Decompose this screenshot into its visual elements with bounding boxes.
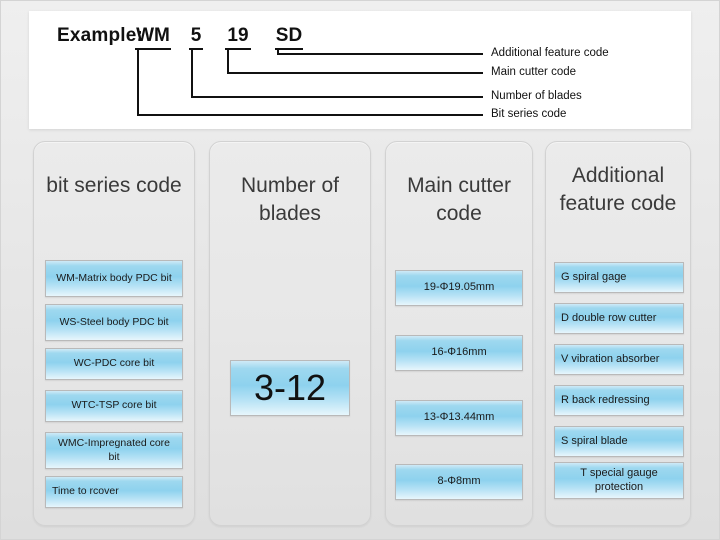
example-panel: Example: WM 5 19 SD Additional feature c… <box>29 11 691 129</box>
chip-additional-feature-2[interactable]: D double row cutter <box>554 303 684 334</box>
leader-label-blades: Number of blades <box>491 90 582 102</box>
column-main-cutter-code: Main cutter code 19-Φ19.05mm 16-Φ16mm 13… <box>385 141 533 526</box>
leader-label-bit-series: Bit series code <box>491 108 567 120</box>
chip-additional-feature-1[interactable]: G spiral gage <box>554 262 684 293</box>
leader-label-main-cutter: Main cutter code <box>491 66 577 78</box>
code-token-main-cutter: 19 <box>225 25 251 50</box>
chip-additional-feature-3[interactable]: V vibration absorber <box>554 344 684 375</box>
example-label: Example: <box>57 25 144 46</box>
leader-vline-bit-series <box>137 49 139 116</box>
chip-main-cutter-2[interactable]: 16-Φ16mm <box>395 335 523 371</box>
leader-vline-main-cutter <box>227 49 229 74</box>
chip-blades-range[interactable]: 3-12 <box>230 360 350 416</box>
chip-additional-feature-6[interactable]: T special gauge protection <box>554 462 684 499</box>
leader-vline-blades <box>191 49 193 98</box>
chip-bit-series-5[interactable]: WMC-Impregnated core bit <box>45 432 183 469</box>
leader-hline-additional-feature <box>277 53 483 55</box>
column-header-additional-feature-code: Additional feature code <box>559 164 677 216</box>
leader-hline-main-cutter <box>227 72 483 74</box>
code-token-blades: 5 <box>189 25 203 50</box>
column-number-of-blades: Number of blades 3-12 <box>209 141 371 526</box>
leader-hline-bit-series <box>137 114 483 116</box>
chip-bit-series-2[interactable]: WS-Steel body PDC bit <box>45 304 183 341</box>
chip-additional-feature-5[interactable]: S spiral blade <box>554 426 684 457</box>
leader-hline-blades <box>191 96 483 98</box>
chip-additional-feature-4[interactable]: R back redressing <box>554 385 684 416</box>
code-token-bit-series: WM <box>135 25 171 50</box>
column-bit-series-code: bit series code WM-Matrix body PDC bit W… <box>33 141 195 526</box>
column-additional-feature-code: Additional feature code G spiral gage D … <box>545 141 691 526</box>
leader-vline-additional-feature <box>277 49 279 55</box>
chip-main-cutter-1[interactable]: 19-Φ19.05mm <box>395 270 523 306</box>
chip-bit-series-4[interactable]: WTC-TSP core bit <box>45 390 183 422</box>
chip-bit-series-1[interactable]: WM-Matrix body PDC bit <box>45 260 183 297</box>
chip-bit-series-3[interactable]: WC-PDC core bit <box>45 348 183 380</box>
chip-main-cutter-4[interactable]: 8-Φ8mm <box>395 464 523 500</box>
column-header-main-cutter-code: Main cutter code <box>407 174 511 226</box>
code-token-additional-feature: SD <box>275 25 303 50</box>
chip-main-cutter-3[interactable]: 13-Φ13.44mm <box>395 400 523 436</box>
column-header-number-of-blades: Number of blades <box>240 174 340 226</box>
chip-bit-series-6[interactable]: Time to rcover <box>45 476 183 508</box>
column-header-bit-series-code: bit series code <box>46 174 182 197</box>
leader-label-additional-feature: Additional feature code <box>491 47 609 59</box>
